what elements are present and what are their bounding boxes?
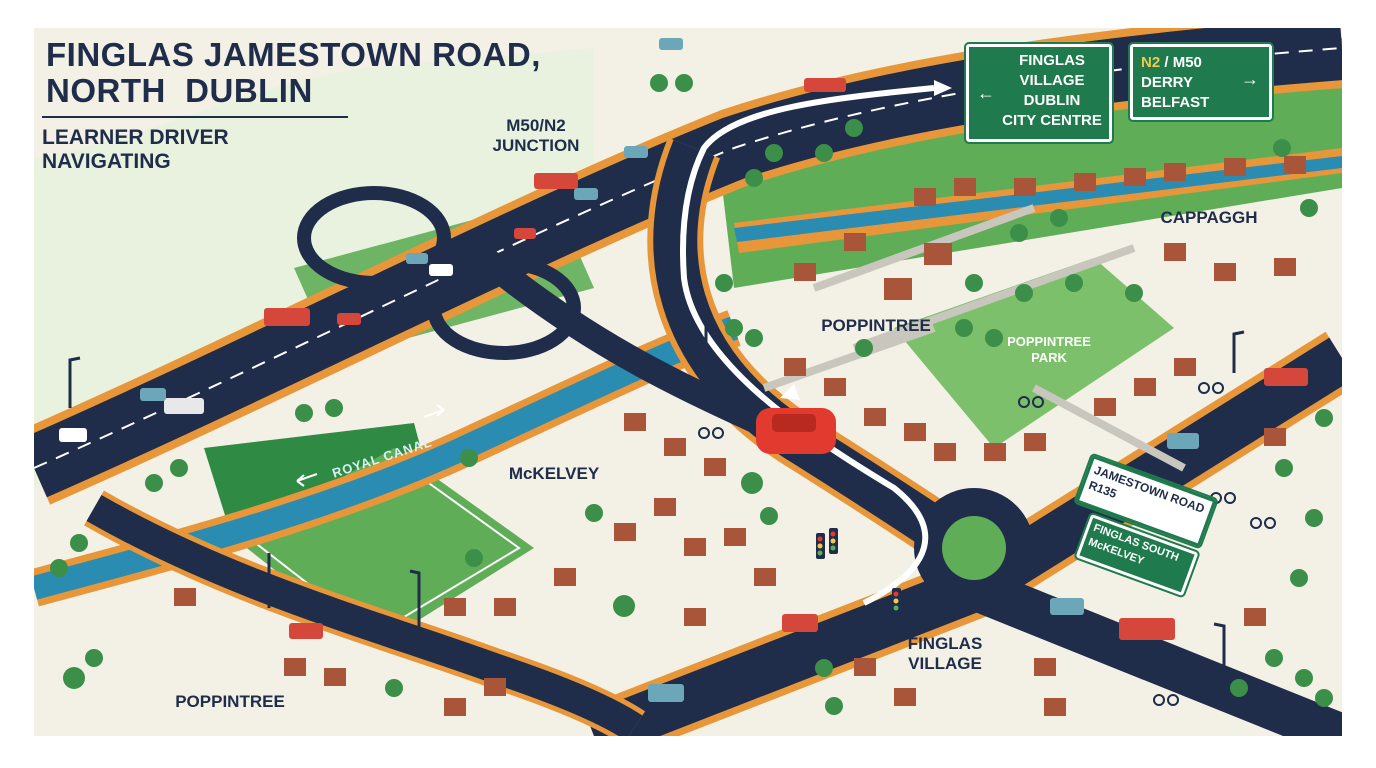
bus-icon xyxy=(264,78,1308,640)
motorway-lane-marks xyxy=(34,47,1342,469)
finglas-village-line2: VILLAGE xyxy=(908,654,982,673)
finglas-road-east xyxy=(965,567,1342,736)
cyclist-icon xyxy=(698,382,1276,706)
interchange-loop-west xyxy=(297,186,451,290)
park-label-line2: PARK xyxy=(1031,350,1067,365)
right-arrow-icon: → xyxy=(1241,69,1259,89)
sign-line-dublin: DUBLIN xyxy=(1023,92,1081,109)
traffic-light-icon xyxy=(816,528,901,614)
poppintree-north-label: POPPINTREE xyxy=(821,316,931,335)
left-arrow-icon: ← xyxy=(977,83,995,103)
learner-car-icon xyxy=(756,384,836,454)
poppintree-south-label: POPPINTREE xyxy=(175,692,285,711)
junction-label: M50/N2 JUNCTION xyxy=(476,116,596,156)
poppintree-park-label: POPPINTREE PARK xyxy=(994,334,1104,366)
house-icon xyxy=(174,156,1306,716)
roundabout-island xyxy=(942,516,1006,580)
sign-line-village: VILLAGE xyxy=(1019,72,1085,89)
junction-label-line1: M50/N2 xyxy=(506,116,566,135)
sign-line-derry: DERRY xyxy=(1141,74,1193,91)
map-canvas: ROYAL CANAL M50/N2 JUNCTION CAPPAGGH POP… xyxy=(34,28,1342,736)
slip-road xyxy=(475,247,800,450)
park-label-line1: POPPINTREE xyxy=(1007,334,1091,349)
route-arrowhead xyxy=(934,80,952,96)
canal-right-arrow-icon xyxy=(423,404,445,418)
mckelvey-label: McKELVEY xyxy=(508,464,600,483)
map-title-line1: FINGLAS JAMESTOWN ROAD, xyxy=(46,36,541,73)
map-base xyxy=(34,28,1342,736)
learner-route-path xyxy=(680,85,935,606)
subtitle-line2: NAVIGATING xyxy=(42,150,171,173)
finglas-village-line1: FINGLAS xyxy=(907,634,983,653)
sign-line-finglas: FINGLAS xyxy=(1019,52,1085,69)
map-title-line2: NORTH DUBLIN xyxy=(46,72,313,109)
sign-route-line: N2 / M50 xyxy=(1141,53,1209,73)
canal-north xyxy=(734,156,1342,242)
sign-line-city-centre: CITY CENTRE xyxy=(1002,112,1102,129)
route-m50: M50 xyxy=(1172,54,1202,71)
car-icon xyxy=(59,38,1199,702)
white-bus-icon xyxy=(164,398,204,414)
tree-icon xyxy=(50,74,1333,715)
poppintree-road xyxy=(86,494,643,736)
title-underline xyxy=(42,116,348,118)
finglas-village-label: FINGLAS VILLAGE xyxy=(890,634,1000,674)
subtitle-line1: LEARNER DRIVER xyxy=(42,126,229,149)
junction-label-line2: JUNCTION xyxy=(492,136,580,155)
street-lamp-icon xyxy=(68,304,1245,678)
cappagh-label: CAPPAGGH xyxy=(1160,208,1258,227)
route-n2: N2 xyxy=(1141,54,1161,71)
direction-sign-finglas: ← FINGLAS VILLAGE DUBLIN CITY CENTRE xyxy=(964,42,1114,144)
direction-sign-n2-m50: N2 / M50 DERRY BELFAST → xyxy=(1128,42,1274,122)
sign-line-belfast: BELFAST xyxy=(1141,94,1210,111)
route-separator: / xyxy=(1160,54,1173,71)
canal-left-arrow-icon xyxy=(296,473,318,487)
